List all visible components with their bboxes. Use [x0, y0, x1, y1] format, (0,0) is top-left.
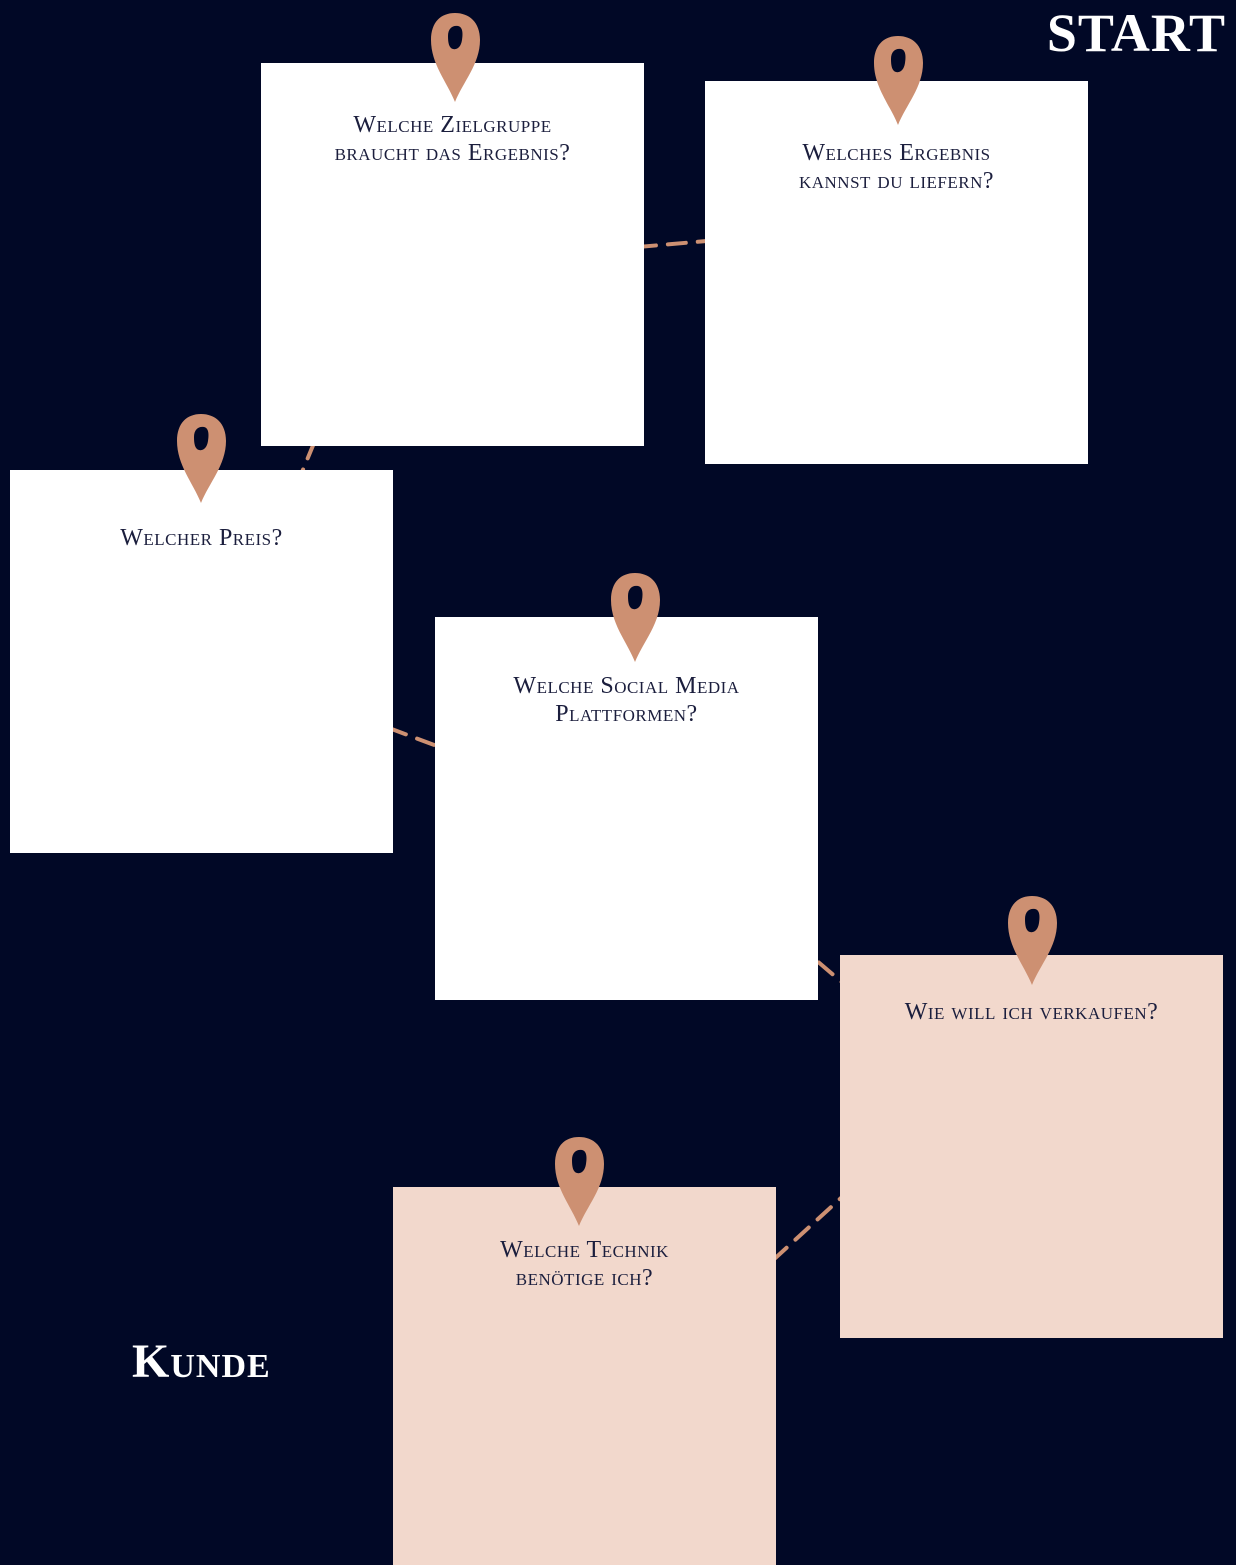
- step-question: Welche Zielgruppe braucht das Ergebnis?: [334, 112, 571, 166]
- step-question: Welche Technik benötige ich?: [500, 1237, 669, 1291]
- step-question: Welcher Preis?: [120, 525, 283, 551]
- step-card-zielgruppe: Welche Zielgruppe braucht das Ergebnis?: [261, 63, 644, 446]
- map-pin-icon: [1008, 896, 1057, 985]
- step-question: Wie will ich verkaufen?: [904, 999, 1159, 1025]
- step-question: Welche Social Media Plattformen?: [513, 673, 740, 727]
- map-pin-icon: [874, 36, 923, 125]
- map-pin-icon: [431, 13, 480, 102]
- kunde-heading: Kunde: [132, 1335, 271, 1388]
- step-card-social-media: Welche Social Media Plattformen?: [435, 617, 818, 1000]
- map-pin-icon: [611, 573, 660, 662]
- step-card-technik: Welche Technik benötige ich?: [393, 1187, 776, 1565]
- step-card-ergebnis: Welches Ergebnis kannst du liefern?: [705, 81, 1088, 464]
- step-card-preis: Welcher Preis?: [10, 470, 393, 853]
- map-pin-icon: [177, 414, 226, 503]
- map-pin-icon: [555, 1137, 604, 1226]
- start-heading: START: [1046, 3, 1226, 63]
- step-question: Welches Ergebnis kannst du liefern?: [798, 140, 995, 194]
- step-card-verkaufen: Wie will ich verkaufen?: [840, 955, 1223, 1338]
